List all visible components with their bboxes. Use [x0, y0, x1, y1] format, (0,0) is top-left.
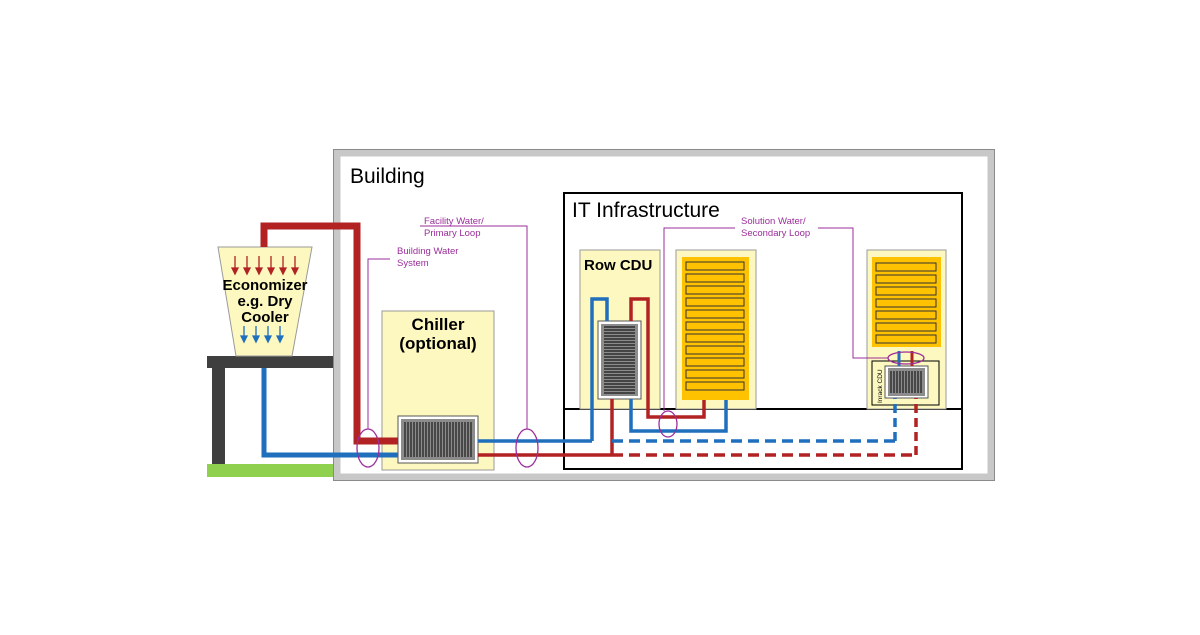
cold-return-pipe-outdoor: [261, 368, 398, 458]
row-cdu-heat-exchanger: [597, 320, 642, 400]
building-label: Building: [350, 165, 425, 188]
server-rack-2-units: [875, 262, 937, 344]
solution-water-marker-row: [658, 410, 678, 438]
server-rack-1-units: [685, 261, 745, 391]
row-cdu-cold-riser: [590, 297, 609, 441]
economizer-label-2: e.g. Dry: [237, 293, 293, 310]
building-water-callout-1: Building Water: [397, 246, 458, 257]
secondary-loop-cold-pipe: [629, 399, 728, 433]
cool-air-arrows: [239, 326, 285, 344]
inrack-cdu-label: Inrack CDU: [877, 369, 884, 403]
hot-supply-pipe-outdoor: [260, 222, 398, 445]
economizer-label-3: Cooler: [241, 309, 289, 326]
chiller-label-1: Chiller: [412, 315, 465, 334]
ground-strip: [207, 464, 335, 477]
building-water-leader: [367, 258, 390, 429]
building-box-border: [333, 149, 995, 481]
cooler-stand-leg: [212, 368, 225, 464]
secondary-loop-hot-pipe: [629, 297, 706, 419]
facility-water-leader: [420, 225, 528, 429]
solution-water-callout-1: Solution Water/: [741, 216, 806, 227]
solution-water-leader-inrack: [818, 227, 888, 359]
facility-water-callout-2: Primary Loop: [424, 228, 481, 239]
hot-air-arrows: [230, 256, 300, 276]
economizer-label-1: Economizer: [222, 277, 307, 294]
row-cdu-label: Row CDU: [584, 257, 652, 274]
chiller-heat-exchanger: [397, 415, 479, 464]
facility-water-callout-1: Facility Water/: [424, 216, 484, 227]
economizer-dry-cooler: [217, 246, 313, 357]
it-infrastructure-label: IT Infrastructure: [572, 199, 720, 222]
building-water-callout-2: System: [397, 258, 429, 269]
solution-water-leader-row: [663, 227, 735, 411]
solution-water-callout-2: Secondary Loop: [741, 228, 810, 239]
cooler-stand-top: [207, 356, 335, 368]
chiller-label-2: (optional): [399, 334, 476, 353]
inrack-cdu-heat-exchanger: [884, 365, 929, 399]
